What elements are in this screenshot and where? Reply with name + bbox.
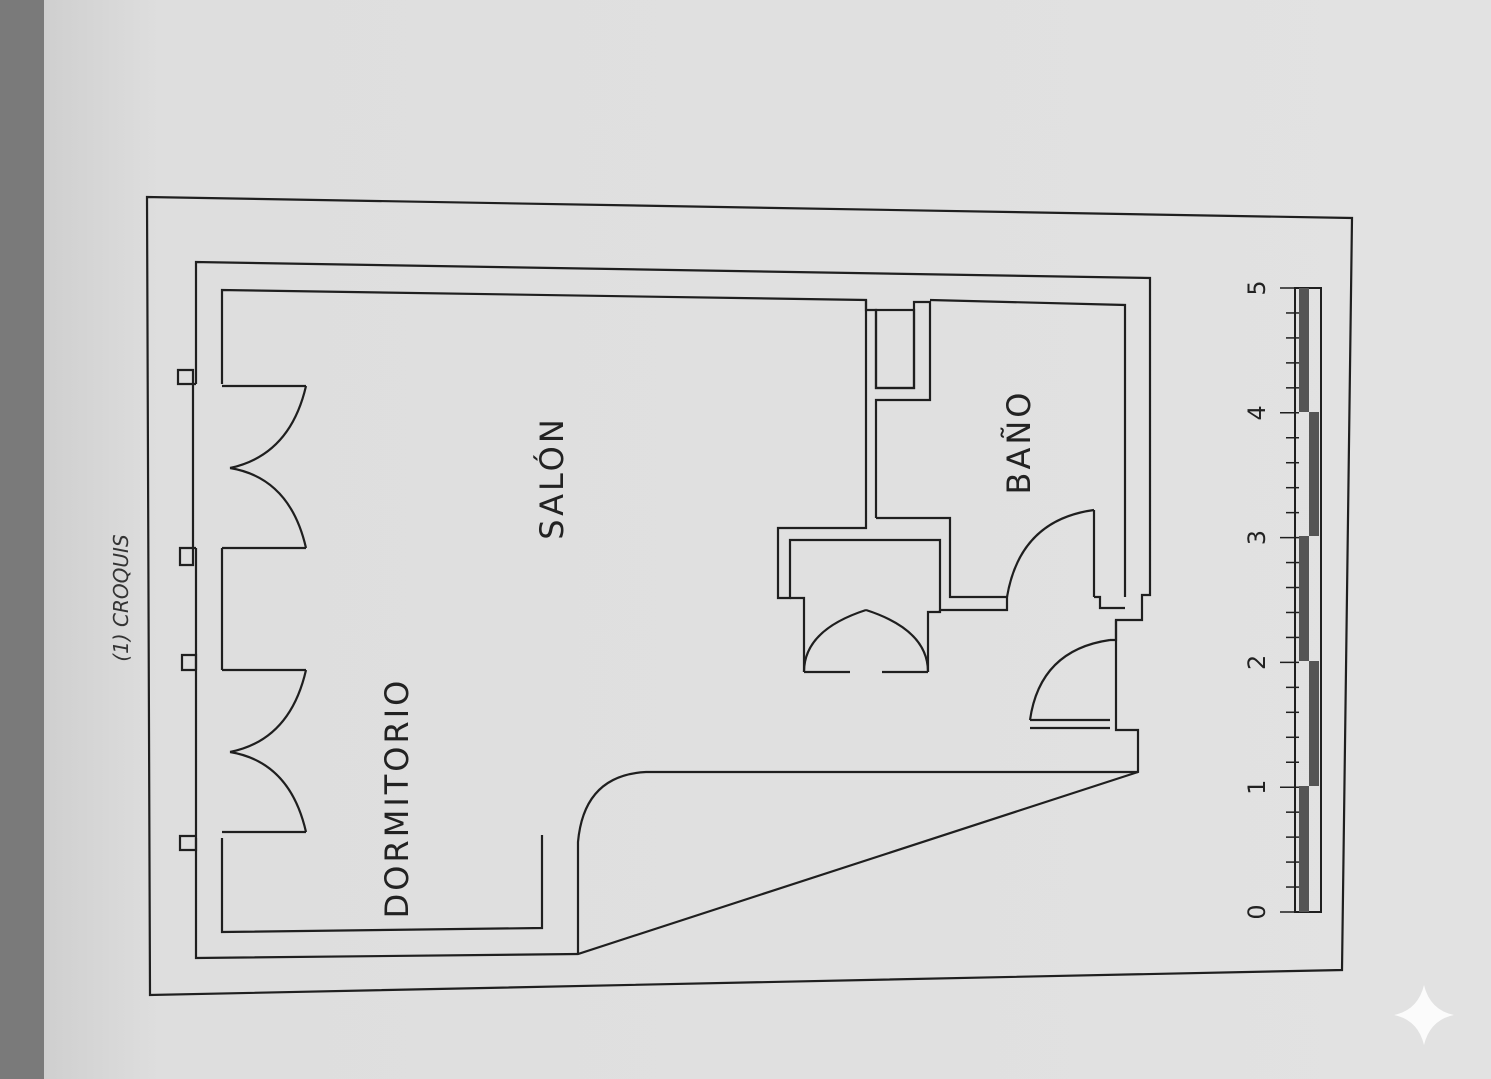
exterior-wall-inner-top bbox=[220, 288, 868, 518]
window-frame-2 bbox=[178, 653, 198, 852]
entrance-door-jamb bbox=[1110, 620, 1118, 642]
closet-door-arc-b bbox=[865, 608, 930, 673]
sparkle-icon bbox=[1394, 985, 1454, 1045]
scale-bar: 0 1 2 3 4 5 bbox=[1243, 280, 1322, 920]
scale-tick-label: 4 bbox=[1243, 405, 1271, 420]
scale-bar-segment bbox=[1309, 412, 1319, 536]
bathroom-door-jamb bbox=[1094, 595, 1125, 610]
room-label-dormitorio: DORMITORIO bbox=[378, 678, 416, 919]
scale-tick-label: 0 bbox=[1243, 904, 1271, 919]
closet-wall-left bbox=[790, 596, 806, 672]
paper-sheet bbox=[44, 0, 1491, 1079]
drawing-frame bbox=[145, 195, 1354, 997]
closet-wall bbox=[776, 516, 1009, 612]
scale-tick-label: 1 bbox=[1243, 780, 1271, 795]
scale-tick-label: 2 bbox=[1243, 655, 1271, 670]
diagram-caption: (1) CROQUIS bbox=[109, 534, 133, 662]
scale-bar-segment bbox=[1299, 288, 1309, 412]
room-label-salon: SALÓN bbox=[532, 416, 571, 540]
window-1-arc-b bbox=[229, 466, 308, 549]
exterior-wall-inner-right bbox=[929, 298, 1127, 597]
window-frame-1 bbox=[176, 368, 196, 567]
scale-tick-label: 5 bbox=[1243, 280, 1271, 295]
scale-tick-label: 3 bbox=[1243, 530, 1271, 545]
window-1-arc-a bbox=[229, 385, 308, 470]
shaft-duct bbox=[874, 308, 916, 390]
room-label-bano: BAÑO bbox=[1000, 390, 1038, 495]
closet-wall-right bbox=[926, 610, 942, 672]
scale-bar-segment bbox=[1309, 661, 1319, 786]
closet-door-arc-a bbox=[802, 608, 867, 673]
scale-bar-segment bbox=[1299, 786, 1309, 912]
entrance-door-arc bbox=[1028, 638, 1111, 721]
wall-curve-outer bbox=[576, 770, 1138, 954]
scale-bar-segment bbox=[1299, 536, 1309, 661]
bathroom-door-arc bbox=[1005, 508, 1095, 598]
window-2-arc-b bbox=[229, 750, 308, 833]
exterior-wall-inner bbox=[220, 835, 544, 934]
window-2-arc-a bbox=[229, 669, 308, 754]
